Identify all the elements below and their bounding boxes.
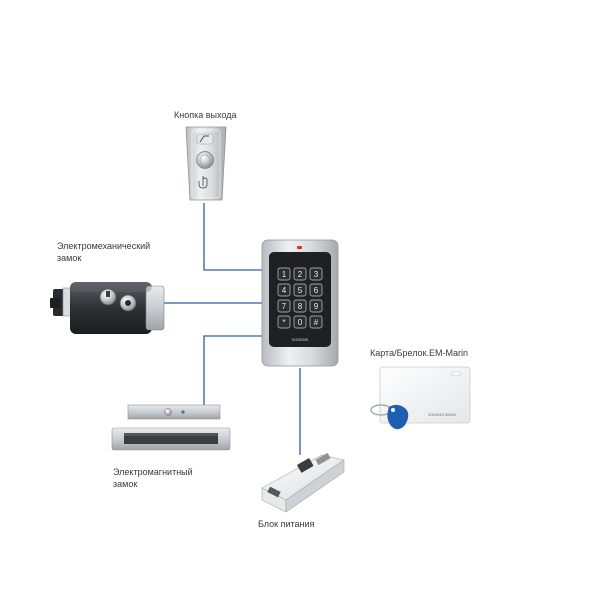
svg-text:8: 8 (298, 302, 303, 311)
keypad-key-8: 8 (293, 299, 307, 313)
svg-text:0: 0 (298, 318, 303, 327)
card-print: 0004043 05455 (428, 412, 457, 417)
keypad-key-9: 9 (309, 299, 323, 313)
keypad-key-5: 5 (293, 283, 307, 297)
keypad-brand: novicam (292, 337, 309, 342)
wire-exit-button (203, 203, 262, 271)
keypad-key-3: 3 (309, 267, 323, 281)
wiring (162, 203, 301, 455)
svg-text:7: 7 (282, 302, 287, 311)
power-supply-device (261, 452, 345, 513)
keypad-key-4: 4 (277, 283, 291, 297)
label-exit-button: Кнопка выхода (174, 110, 237, 120)
keypad-key-7: 7 (277, 299, 291, 313)
label-electromech-lock-line1: Электромеханический (57, 241, 151, 251)
svg-text:4: 4 (282, 286, 287, 295)
keypad-key-hash: # (309, 315, 323, 329)
keypad-key-2: 2 (293, 267, 307, 281)
keypad-key-6: 6 (309, 283, 323, 297)
exit-button-device (185, 126, 227, 201)
label-magnetic-lock-line1: Электромагнитный (113, 467, 193, 477)
svg-text:5: 5 (298, 286, 303, 295)
svg-text:6: 6 (314, 286, 319, 295)
electromech-lock-device (50, 282, 165, 334)
svg-text:2: 2 (298, 270, 303, 279)
label-card-fob: Карта/Брелок.EM-Marin (370, 348, 468, 358)
svg-text:9: 9 (314, 302, 319, 311)
label-magnetic-lock-line2: замок (113, 479, 138, 489)
magnetic-lock-device (111, 404, 231, 451)
label-electromech-lock-line2: замок (57, 253, 82, 263)
status-led (297, 246, 302, 249)
svg-text:#: # (314, 318, 319, 327)
keypad-keys: 1 2 3 4 5 6 7 8 9 * 0 # (277, 267, 323, 329)
wire-magnetic-lock (203, 335, 262, 405)
card-fob-device: 0004043 05455 (370, 366, 471, 430)
keypad-key-0: 0 (293, 315, 307, 329)
keypad-device: novicam 1 2 3 4 5 6 7 8 9 * 0 # (261, 239, 339, 367)
svg-text:3: 3 (314, 270, 319, 279)
svg-text:*: * (282, 318, 285, 327)
svg-text:1: 1 (282, 270, 287, 279)
keypad-key-1: 1 (277, 267, 291, 281)
keypad-key-star: * (277, 315, 291, 329)
label-power-supply: Блок питания (258, 519, 315, 529)
